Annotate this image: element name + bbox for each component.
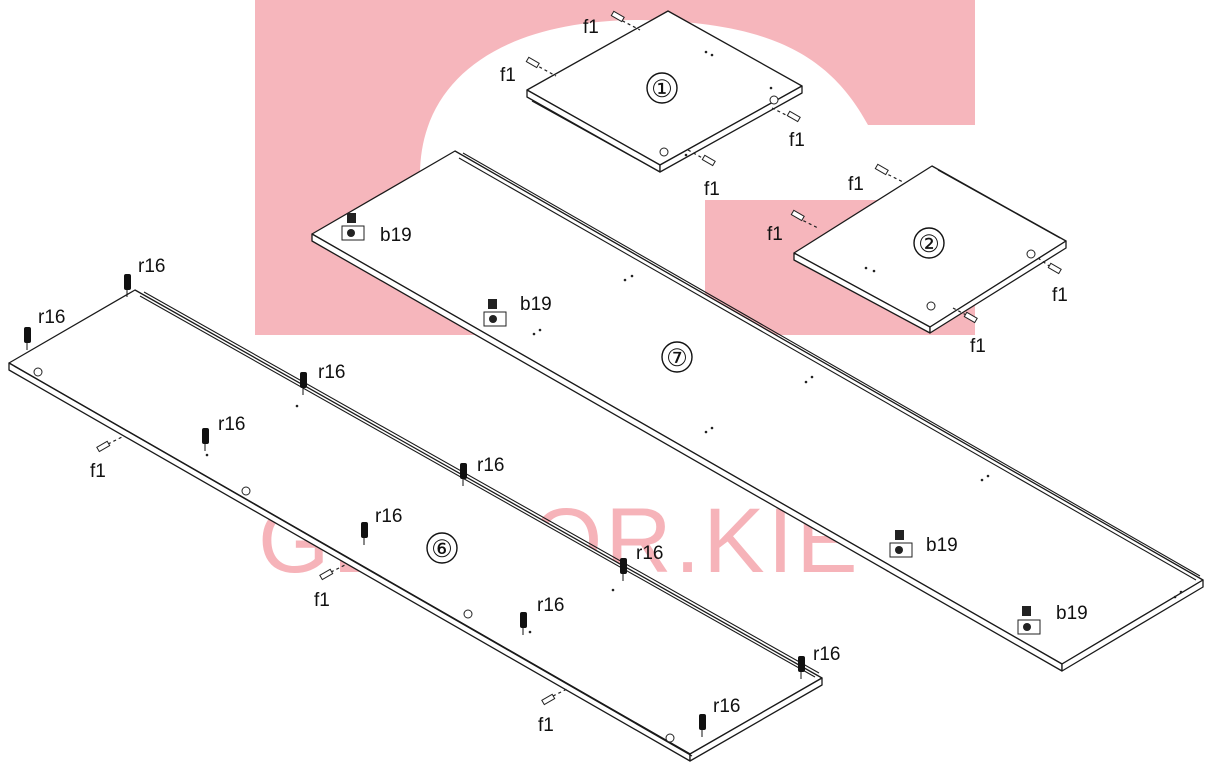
dowel-icon: [687, 149, 716, 167]
part-1-number: ①: [651, 76, 673, 103]
part-6-number: ⑥: [431, 536, 453, 563]
screw-icon: [520, 612, 527, 635]
part-1-marker: [646, 72, 678, 104]
f1-label: f1: [90, 461, 106, 482]
dowel-icon: [790, 209, 819, 229]
r16-label: r16: [38, 307, 65, 328]
r16-label: r16: [713, 696, 740, 717]
dowel-icon: [525, 56, 557, 77]
part-7-marker: [661, 341, 693, 373]
dowel-icon: [610, 10, 641, 31]
f1-label: f1: [500, 65, 516, 86]
dowel-icon: [874, 163, 904, 183]
f1-label: f1: [704, 179, 720, 200]
r16-label: r16: [477, 455, 504, 476]
r16-label: r16: [218, 414, 245, 435]
screw-icon: [798, 656, 805, 679]
dowel-icon: [319, 563, 348, 581]
fitting-icon: [1017, 606, 1041, 635]
part-2-marker: [913, 227, 945, 259]
fitting-icon: [341, 213, 365, 241]
panel-part-7: [311, 150, 1204, 672]
screw-icon: [124, 274, 131, 297]
f1-label: f1: [848, 174, 864, 195]
panel-part-6: [8, 289, 823, 762]
f1-label: f1: [1052, 285, 1068, 306]
b19-label: b19: [520, 294, 552, 315]
fitting-icon: [889, 530, 913, 558]
fitting-icon: [483, 299, 507, 327]
dowel-icon: [1037, 257, 1062, 275]
screw-icon: [620, 558, 627, 581]
part-7-number: ⑦: [666, 345, 688, 372]
b19-label: b19: [926, 535, 958, 556]
dowel-icon: [96, 435, 125, 453]
screw-icon: [361, 522, 368, 545]
f1-label: f1: [538, 715, 554, 736]
screw-icon: [300, 372, 307, 395]
r16-label: r16: [537, 595, 564, 616]
r16-label: r16: [375, 506, 402, 527]
f1-label: f1: [314, 590, 330, 611]
r16-label: r16: [318, 362, 345, 383]
dowel-icon: [771, 107, 801, 123]
f1-label: f1: [583, 17, 599, 38]
screw-icon: [24, 327, 31, 350]
dowel-icon: [952, 307, 978, 324]
dowel-icon: [541, 687, 570, 706]
b19-label: b19: [380, 225, 412, 246]
screw-icon: [460, 463, 467, 486]
part-6-marker: [426, 532, 458, 564]
screw-icon: [202, 428, 209, 451]
r16-label: r16: [813, 644, 840, 665]
f1-label: f1: [970, 336, 986, 357]
f1-label: f1: [767, 224, 783, 245]
b19-label: b19: [1056, 603, 1088, 624]
screw-icon: [699, 714, 706, 737]
f1-label: f1: [789, 130, 805, 151]
r16-label: r16: [138, 256, 165, 277]
r16-label: r16: [636, 543, 663, 564]
part-2-number: ②: [918, 231, 940, 258]
